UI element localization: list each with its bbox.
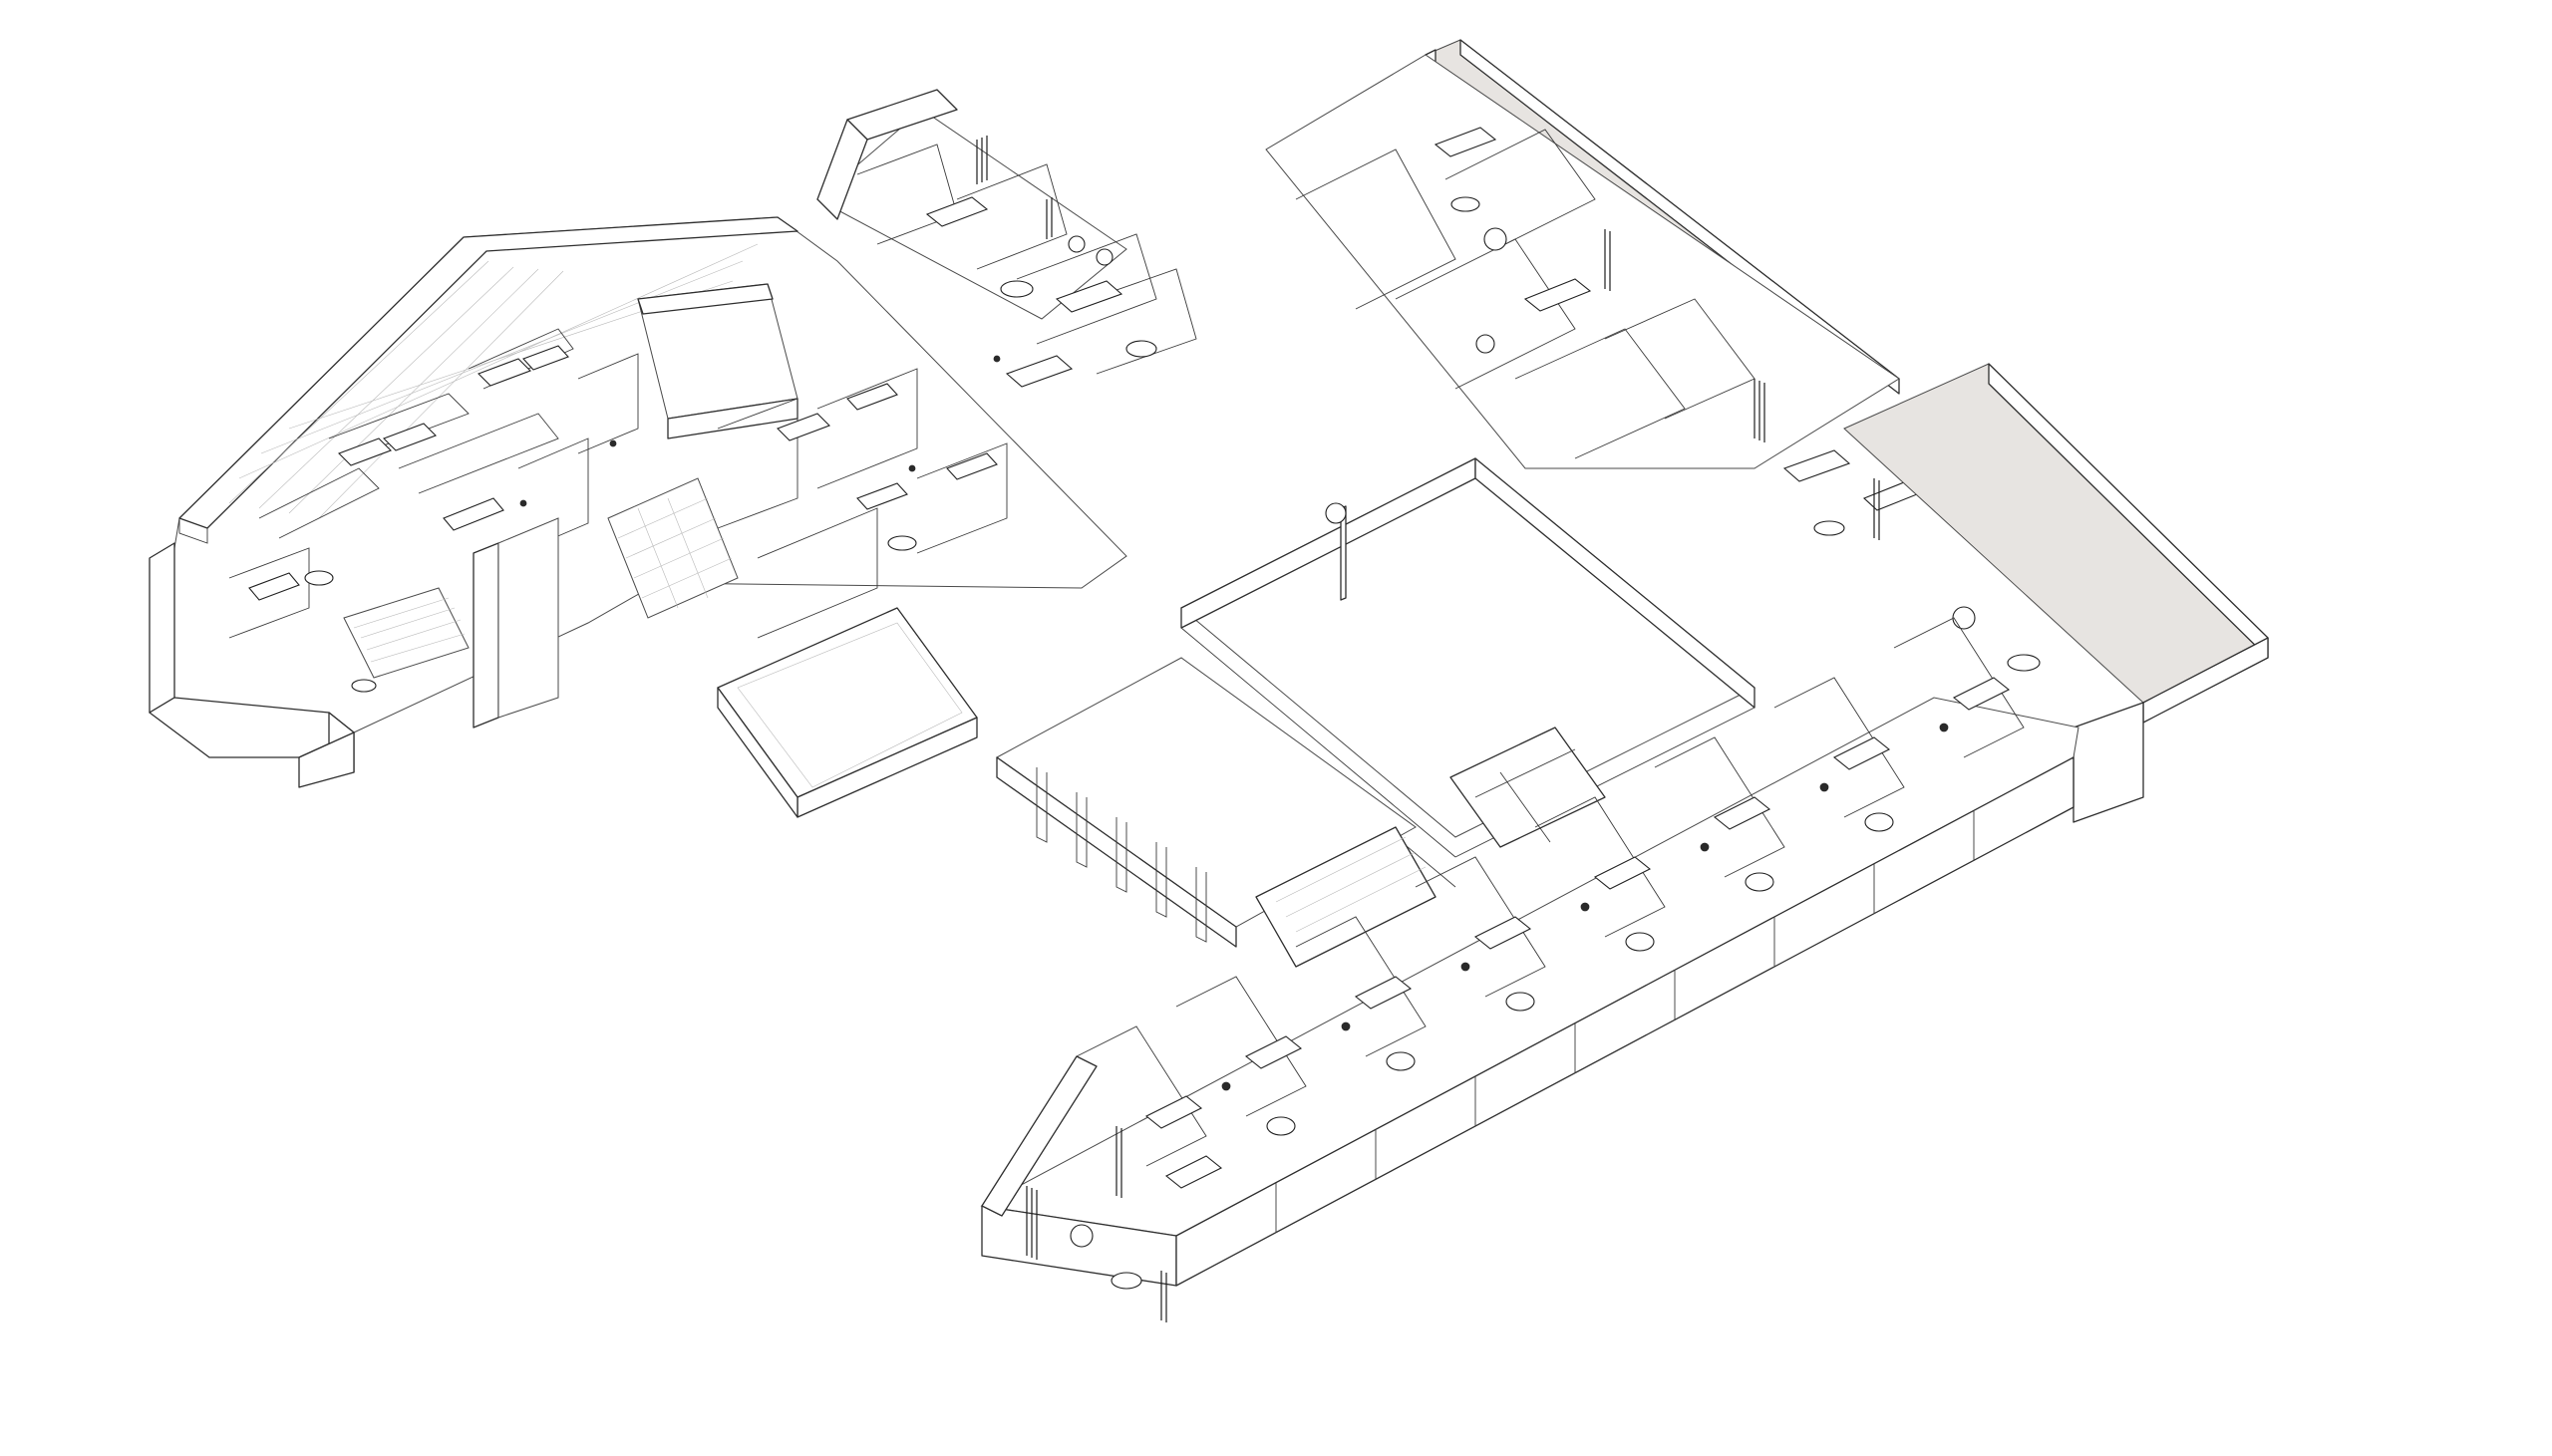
south-west-furniture bbox=[1070, 1155, 1223, 1290]
north-wing bbox=[816, 89, 1197, 388]
south-west-end-wall bbox=[981, 1055, 1098, 1217]
west-end-wall bbox=[149, 542, 175, 714]
northeast-slab bbox=[1265, 54, 1900, 469]
northeast-curtains bbox=[1604, 229, 1880, 540]
northeast-partitions bbox=[1295, 129, 1755, 459]
central-block bbox=[607, 283, 1008, 818]
courtyard bbox=[996, 457, 1755, 968]
facade-mullions bbox=[1275, 811, 1975, 1233]
north-wing-furniture bbox=[925, 196, 1157, 388]
glazed-box bbox=[1449, 727, 1606, 848]
central-desks bbox=[777, 383, 998, 551]
west-wing bbox=[149, 216, 1127, 788]
south-curtains bbox=[1026, 1126, 1167, 1322]
east-roof-terrace bbox=[1843, 363, 2269, 704]
east-end-block bbox=[2073, 702, 2144, 823]
northeast-wing bbox=[1265, 39, 2269, 823]
lower-balcony bbox=[717, 607, 978, 798]
west-stair bbox=[343, 587, 470, 679]
plaza-fins bbox=[1036, 767, 1207, 943]
south-partitions bbox=[1076, 617, 2025, 1167]
stair-core bbox=[1255, 826, 1436, 968]
west-room-wall bbox=[473, 542, 499, 728]
south-furniture bbox=[1144, 677, 2011, 1136]
tiled-corridor bbox=[607, 477, 739, 619]
west-desks bbox=[248, 345, 617, 693]
south-wing bbox=[980, 617, 2079, 1322]
north-curtains bbox=[976, 136, 1053, 239]
